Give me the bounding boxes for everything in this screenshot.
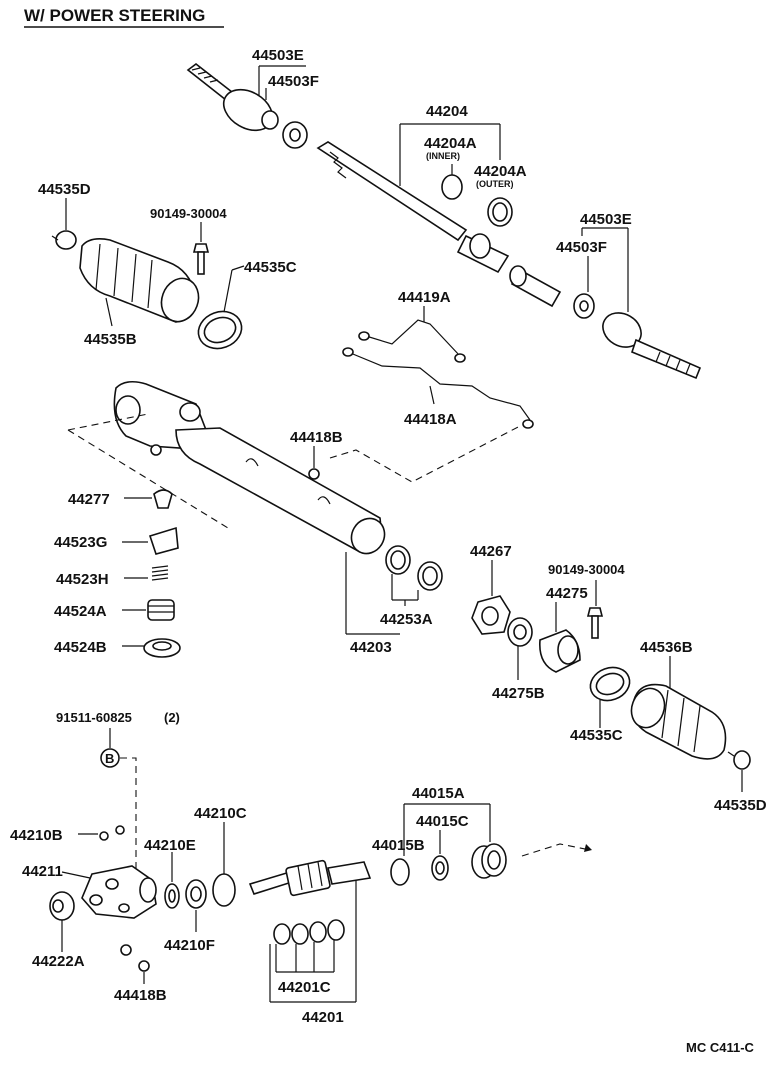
oring-44210C [212,873,236,907]
label-44524A: 44524A [54,603,107,620]
label-44418B-bottom: 44418B [114,987,167,1004]
leader-44535C-top-a [223,269,233,313]
label-44015A: 44015A [412,785,465,802]
boot-clamp-left [197,310,243,350]
label-44418B-top: 44418B [290,429,343,446]
bolt-right [586,607,604,639]
spring-44523H [151,565,169,581]
bushing-pair-44253A [385,545,443,591]
arrow-head [584,844,592,852]
seal-44015A [471,843,507,879]
bolt-b-marker: B [100,748,120,768]
guide-44523G [148,526,179,555]
label-44203: 44203 [350,639,392,656]
oring-44015B [390,858,410,886]
label-91511: 91511-60825 [56,710,132,725]
label-44201: 44201 [302,1009,344,1026]
label-44222A: 44222A [32,953,85,970]
dashed-guide-housing [67,413,521,529]
label-44535B: 44535B [84,331,137,348]
label-44204A-inner: 44204A [424,135,477,152]
plug-44418B-b [138,960,150,972]
boot-clip-left [51,230,77,250]
label-44535C-right: 44535C [570,727,623,744]
bolt-left [192,243,210,275]
washer-44275B [507,617,533,647]
footer-code: MC C411-C [686,1040,755,1055]
leader-44211 [61,871,91,879]
dashed-guide-valve [521,843,591,857]
bolt-b-letter: B [105,751,114,766]
tie-rod-end-right [602,312,702,380]
label-44419A: 44419A [398,289,451,306]
label-44210F: 44210F [164,937,215,954]
label-44204A-outer: 44204A [474,163,527,180]
plug-44524A [147,599,175,621]
guide-44277 [153,489,173,509]
label-44503F-right: 44503F [556,239,607,256]
label-44210C: 44210C [194,805,247,822]
label-44015C: 44015C [416,813,469,830]
label-44210E: 44210E [144,837,196,854]
diagram-title: W/ POWER STEERING [24,6,205,25]
label-inner-note: (INNER) [426,151,460,161]
control-valve-44201 [248,859,372,897]
label-44523H: 44523H [56,571,109,588]
pressure-tube-44418A [342,347,534,429]
label-44523G: 44523G [54,534,107,551]
label-90149-top: 90149-30004 [150,206,227,221]
label-90149-right: 90149-30004 [548,562,625,577]
label-44418A: 44418A [404,411,457,428]
leader-44535C-top [231,265,245,271]
boot-clip-right [727,750,751,770]
label-44503F-top: 44503F [268,73,319,90]
cap-44222A [49,891,75,921]
valve-housing-44211 [81,865,157,919]
tie-rod-end-left [186,62,279,132]
label-44503E-top: 44503E [252,47,304,64]
label-44524B: 44524B [54,639,107,656]
boot-right [630,683,727,760]
label-44275B: 44275B [492,685,545,702]
label-44535D-right: 44535D [714,797,767,814]
label-44201C: 44201C [278,979,331,996]
label-44015B: 44015B [372,837,425,854]
label-44267: 44267 [470,543,512,560]
label-44535C-top: 44535C [244,259,297,276]
boot-clamp-right [589,666,631,702]
seal-44210F [185,879,207,909]
label-44536B: 44536B [640,639,693,656]
locknut-44524B [143,638,181,658]
label-44503E-right: 44503E [580,211,632,228]
label-91511-qty: (2) [164,710,180,725]
seal-rings-44201C [273,919,345,945]
label-44275: 44275 [546,585,588,602]
label-44535D-top: 44535D [38,181,91,198]
seal-44210E [164,883,180,909]
label-44277: 44277 [68,491,110,508]
lock-nut-right [573,293,595,319]
leader-44418A [429,385,435,405]
rack-bushing-outer [487,197,513,227]
label-44204: 44204 [426,103,468,120]
label-outer-note: (OUTER) [476,179,514,189]
nut-44267 [471,595,511,635]
plug-44418B-a [120,944,132,956]
dashed-guide-bolt [120,757,137,880]
lock-nut-left [282,121,308,149]
ring-44015C [431,855,449,881]
label-44211: 44211 [22,863,63,880]
pressure-tube-44419A [358,319,466,363]
rack-housing [113,380,386,555]
leader-44535B [105,297,113,327]
rack-bushing-inner [441,174,463,200]
label-44253A: 44253A [380,611,433,628]
boot-left [79,238,200,323]
bracket-44275 [539,629,581,673]
plug-44418B-top [308,468,320,480]
label-44210B: 44210B [10,827,63,844]
rack-bar [316,141,562,308]
plugs-44210B [99,825,125,841]
